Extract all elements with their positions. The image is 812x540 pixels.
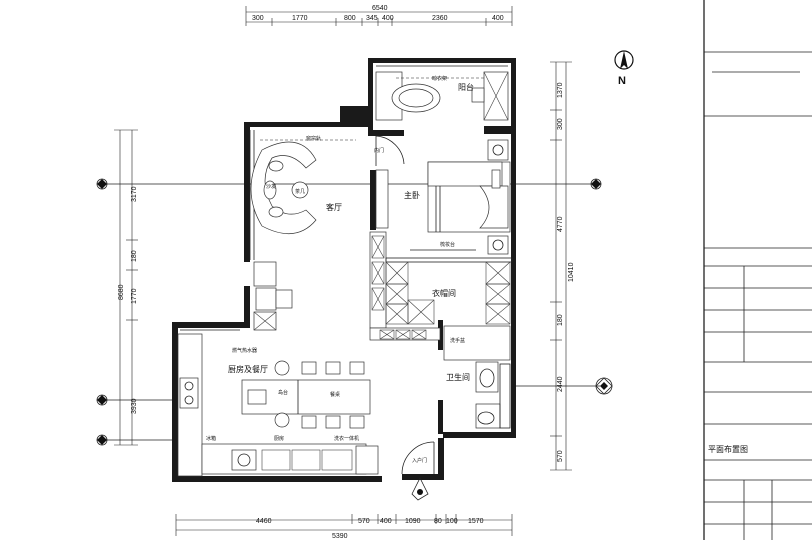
cloakroom-cabinets bbox=[369, 231, 513, 341]
kitchen-bottom-mid-label: 厨房 bbox=[274, 435, 284, 442]
top-dim-3: 800 bbox=[344, 15, 356, 22]
bottom-dimensions: 4460 570 400 1090 80 100 1570 5390 bbox=[175, 514, 513, 540]
kitchen-top-label: 燃气热水器 bbox=[232, 347, 257, 354]
room-living-room: 客厅 bbox=[326, 202, 342, 212]
balcony-furniture: 晾衣架 bbox=[375, 71, 509, 121]
bottom-dim-7: 1570 bbox=[468, 518, 484, 525]
inner-door: 内门 bbox=[374, 135, 405, 166]
kitchen-bottom-right-label: 洗衣一体机 bbox=[334, 435, 359, 442]
compass-label: N bbox=[618, 75, 626, 87]
top-dim-4: 345 bbox=[366, 15, 378, 22]
bottom-dim-5: 80 bbox=[434, 518, 442, 525]
coffee-table-label: 茶几 bbox=[295, 188, 305, 195]
inner-door-label: 内门 bbox=[374, 147, 384, 154]
left-dim-4: 3930 bbox=[131, 398, 138, 414]
dining-table-label: 餐桌 bbox=[330, 391, 340, 398]
balcony-top-label: 晾衣架 bbox=[432, 75, 447, 82]
entrance-door-label: 入户门 bbox=[412, 457, 427, 464]
room-kitchen-dining: 厨房及餐厅 bbox=[228, 364, 268, 374]
bathroom-left-label: 洗手盆 bbox=[450, 337, 465, 344]
room-cloakroom: 衣帽间 bbox=[432, 288, 456, 298]
kitchen-bottom-left-label: 冰箱 bbox=[206, 435, 216, 442]
room-bathroom: 卫生间 bbox=[446, 372, 470, 382]
right-dim-2: 300 bbox=[557, 118, 564, 130]
right-dim-4: 180 bbox=[557, 314, 564, 326]
top-dim-2: 1770 bbox=[292, 15, 308, 22]
left-dim-3: 1770 bbox=[131, 288, 138, 304]
kitchen-dining-furniture: 燃气热水器 冰箱 厨房 洗衣一体机 岛台 餐桌 bbox=[177, 333, 379, 477]
bedroom-bottom-label: 梳妆台 bbox=[440, 241, 455, 248]
bottom-total-dim: 5390 bbox=[332, 533, 348, 540]
living-top-label: 窗帘轨 bbox=[306, 135, 321, 142]
top-total-dim: 6540 bbox=[372, 5, 388, 12]
title-block: 平面布置图 bbox=[703, 0, 812, 540]
walls bbox=[172, 58, 516, 482]
bottom-dim-2: 570 bbox=[358, 518, 370, 525]
bathroom-fixtures: 洗手盆 bbox=[443, 325, 511, 429]
top-dim-5: 400 bbox=[382, 15, 394, 22]
living-room-furniture: 窗帘轨 沙发 茶几 bbox=[250, 135, 356, 331]
right-dim-3: 4770 bbox=[557, 216, 564, 232]
left-total-dim: 8680 bbox=[118, 284, 125, 300]
room-labels: 阳台 主卧 客厅 衣帽间 厨房及餐厅 卫生间 bbox=[228, 82, 474, 382]
drawing-title: 平面布置图 bbox=[708, 444, 748, 454]
room-master-bedroom: 主卧 bbox=[404, 190, 420, 200]
top-dim-1: 300 bbox=[252, 15, 264, 22]
left-dimensions: 8680 3170 180 1770 3930 bbox=[114, 129, 138, 446]
right-dim-1: 1370 bbox=[557, 82, 564, 98]
bedroom-furniture: 梳妆台 bbox=[375, 139, 511, 255]
top-dimensions: 6540 300 1770 800 345 400 2360 400 bbox=[245, 5, 513, 26]
bottom-dim-3: 400 bbox=[380, 518, 392, 525]
island-label: 岛台 bbox=[278, 389, 288, 396]
bottom-dim-4: 1090 bbox=[405, 518, 421, 525]
room-balcony: 阳台 bbox=[458, 82, 474, 92]
north-compass-icon: N bbox=[614, 50, 634, 87]
left-dim-2: 180 bbox=[131, 250, 138, 262]
right-dim-6: 570 bbox=[557, 450, 564, 462]
entrance-door: 入户门 bbox=[401, 441, 435, 501]
left-dim-1: 3170 bbox=[131, 186, 138, 202]
bottom-dim-1: 4460 bbox=[256, 518, 272, 525]
right-total-dim: 10410 bbox=[568, 262, 575, 282]
top-dim-7: 400 bbox=[492, 15, 504, 22]
bottom-dim-6: 100 bbox=[446, 518, 458, 525]
sofa-label: 沙发 bbox=[266, 183, 276, 190]
top-dim-6: 2360 bbox=[432, 15, 448, 22]
right-dimensions: 10410 1370 300 4770 180 2440 570 bbox=[550, 61, 575, 471]
right-dim-5: 2440 bbox=[557, 376, 564, 392]
